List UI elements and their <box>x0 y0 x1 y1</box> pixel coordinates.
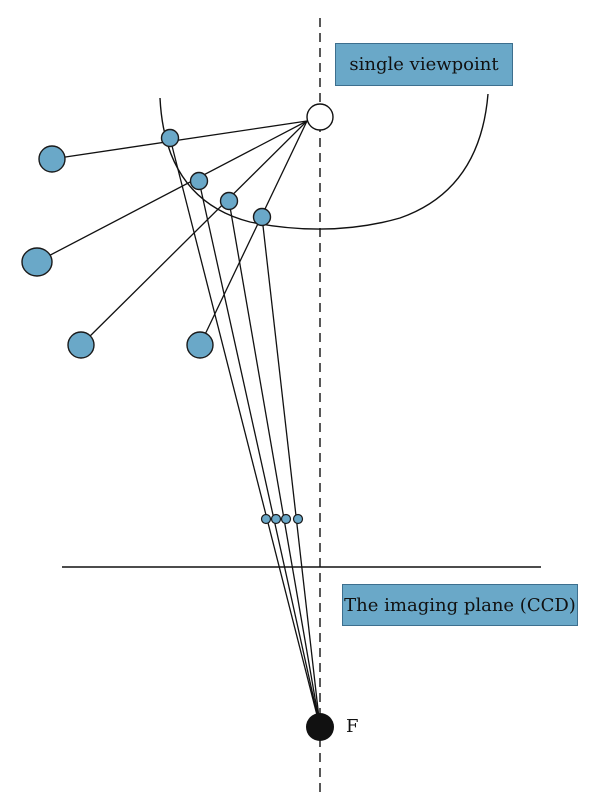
ray-scene-4 <box>199 120 308 346</box>
scene-points <box>21 145 214 359</box>
mirror-points <box>160 128 272 227</box>
reflected-rays <box>169 137 321 728</box>
ray-scene-1 <box>51 120 308 160</box>
scene-point-3 <box>67 331 95 359</box>
ray-reflected-2 <box>198 180 321 728</box>
scene-point-2 <box>21 247 53 277</box>
incoming-rays <box>36 120 308 346</box>
image-point-4 <box>292 513 304 525</box>
single-viewpoint-label: single viewpoint <box>335 43 513 86</box>
image-point-1 <box>260 513 272 525</box>
ray-reflected-1 <box>169 137 321 728</box>
image-point-3 <box>280 513 292 525</box>
image-point-2 <box>270 513 282 525</box>
image-points <box>260 513 304 525</box>
scene-point-4 <box>186 331 214 359</box>
ray-reflected-3 <box>228 200 321 728</box>
focus-point <box>306 713 334 741</box>
ray-reflected-4 <box>261 216 321 728</box>
mirror-point-3 <box>219 191 239 211</box>
mirror-point-2 <box>189 171 209 191</box>
mirror-point-4 <box>252 207 272 227</box>
mirror-point-1 <box>160 128 180 148</box>
single-viewpoint-marker <box>306 103 334 131</box>
ray-scene-2 <box>36 120 308 263</box>
focus-label: F <box>346 716 359 737</box>
imaging-plane-label: The imaging plane (CCD) <box>342 584 578 626</box>
mirror-curve <box>159 93 489 230</box>
scene-point-1 <box>38 145 66 173</box>
